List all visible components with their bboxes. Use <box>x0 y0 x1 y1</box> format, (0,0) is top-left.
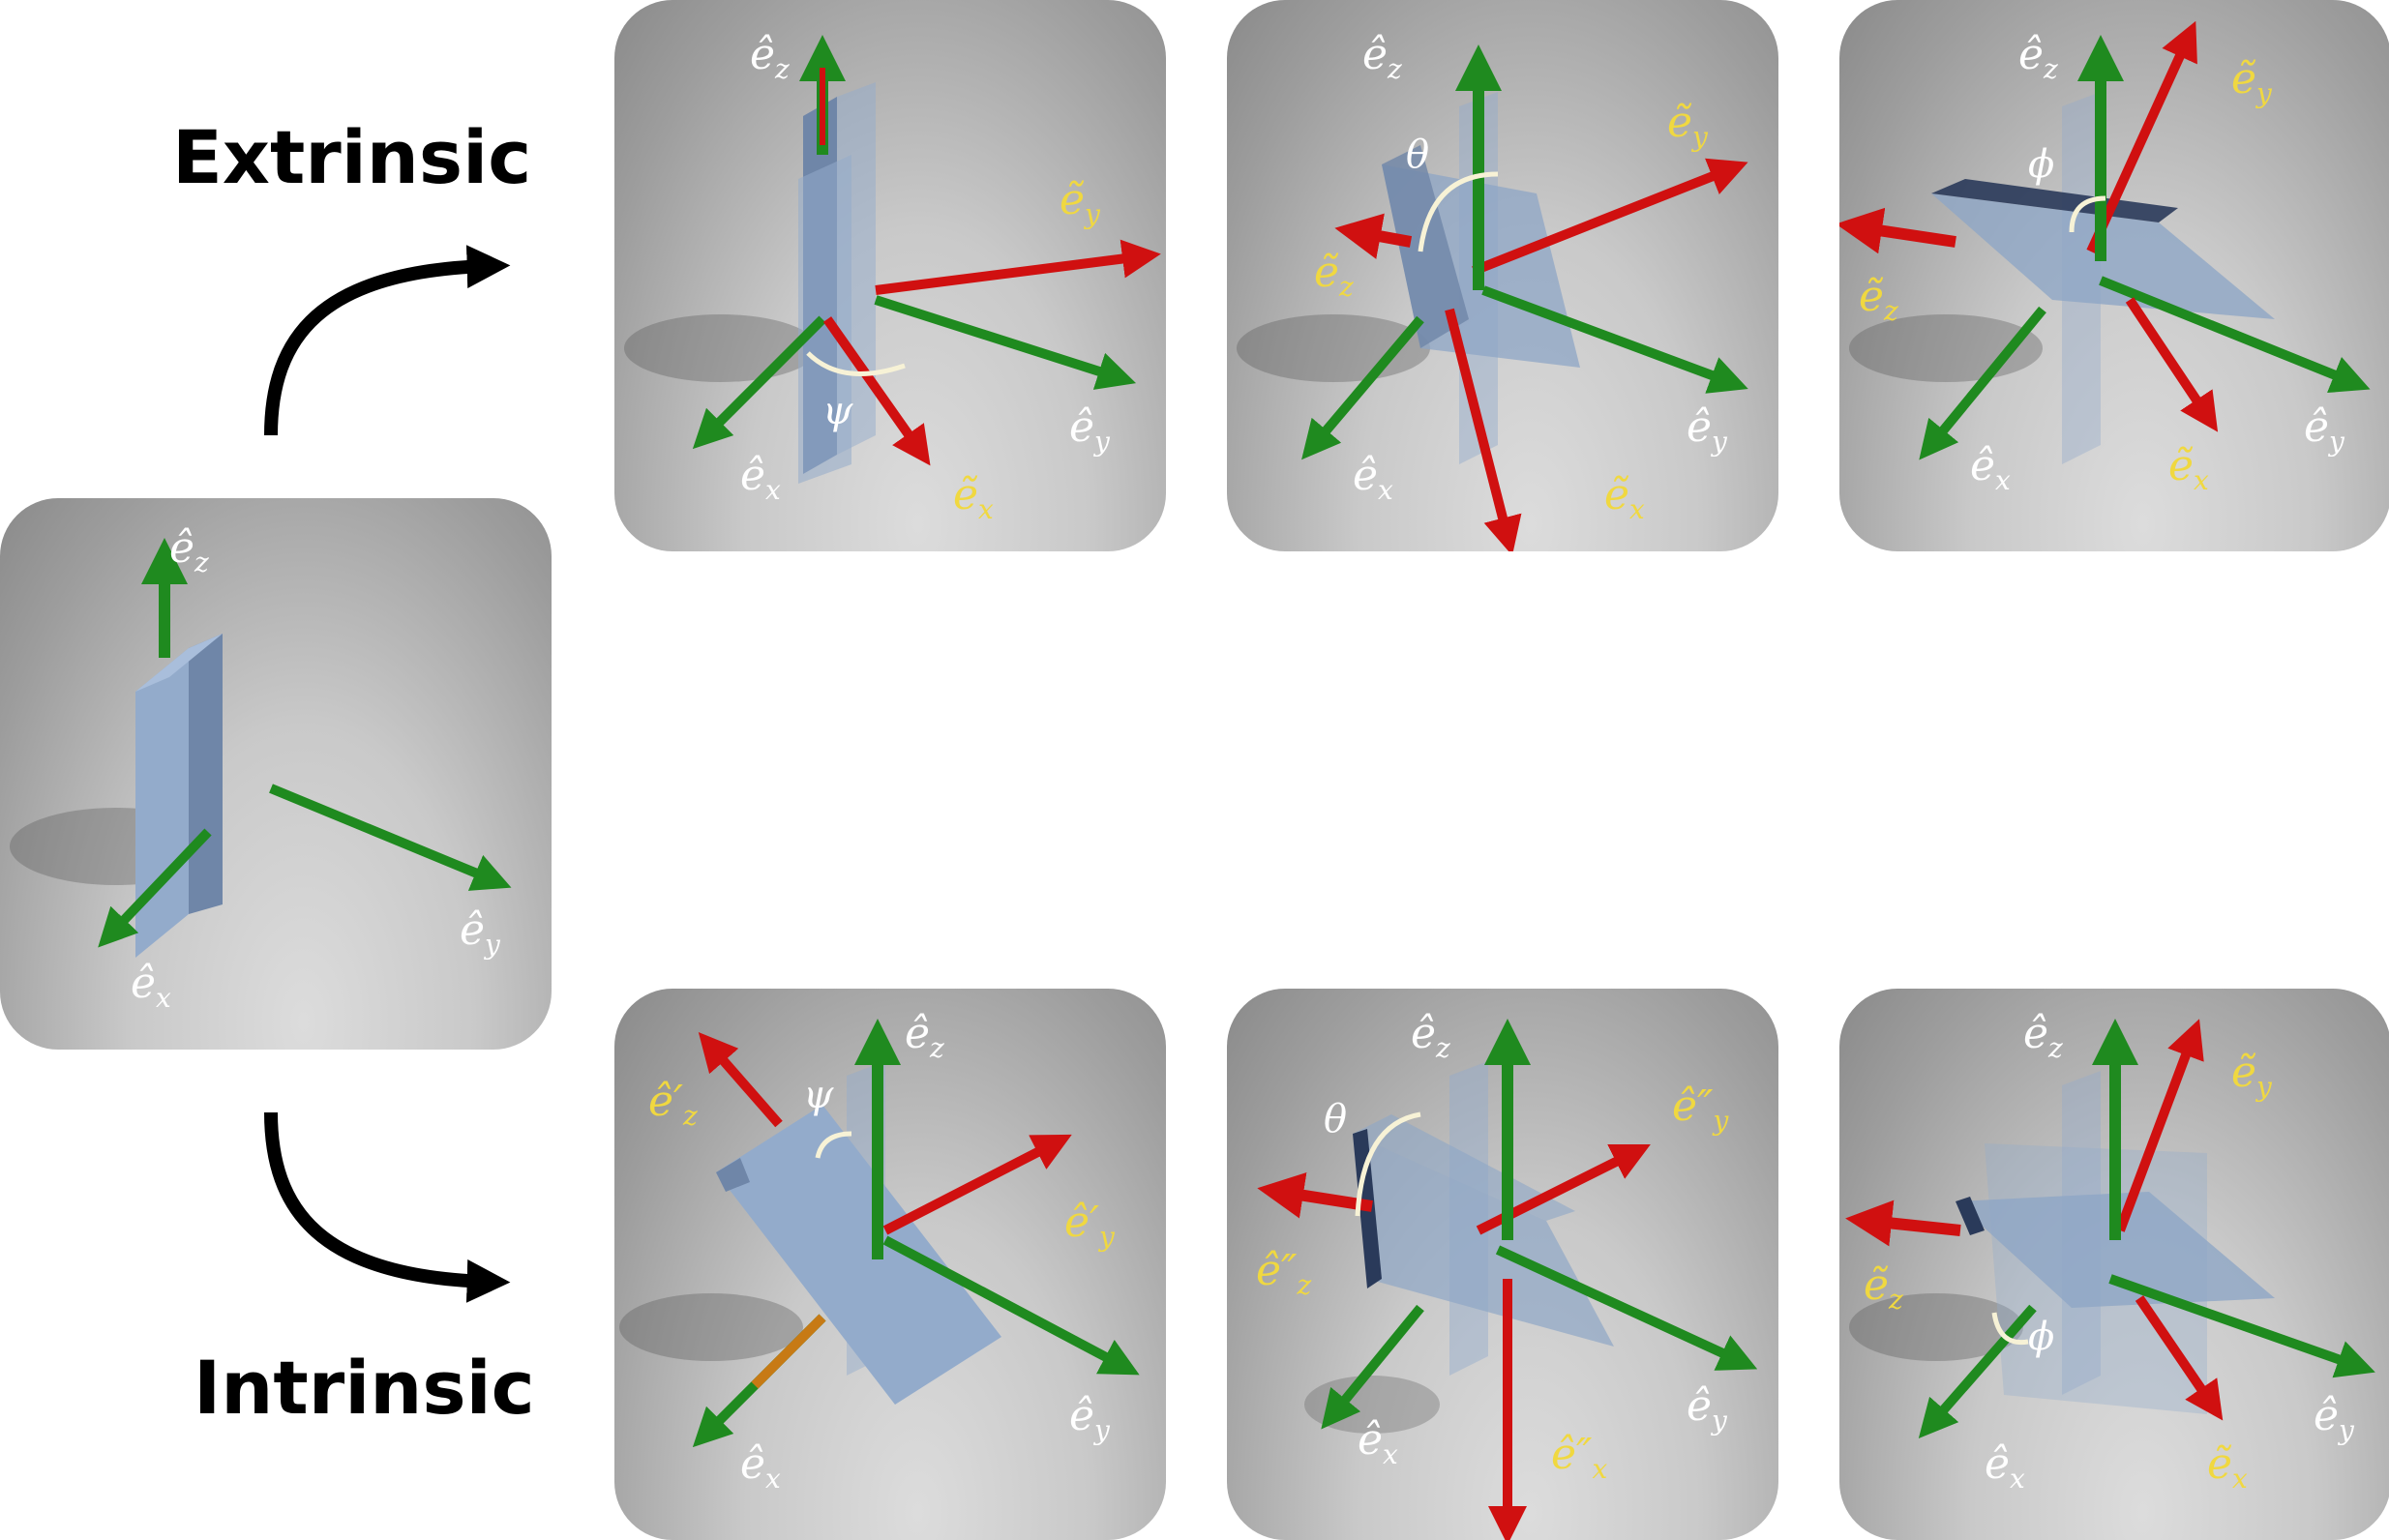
label-ex-double-prime: ê″x <box>1551 1430 1608 1485</box>
label-ez: êz <box>1411 1009 1450 1064</box>
label-ez: êz <box>905 1009 944 1064</box>
label-ez-prime: ê′z <box>648 1077 698 1132</box>
start-scene <box>10 538 512 958</box>
extrinsic-1-scene <box>624 34 1161 484</box>
plate-face <box>135 648 189 958</box>
label-ey: êy <box>1069 1391 1110 1446</box>
label-ey: êy <box>2314 1391 2354 1446</box>
label-ez: êz <box>750 30 790 85</box>
label-ex: êx <box>1353 451 1393 506</box>
label-ex-tilde: ẽx <box>1604 470 1645 525</box>
label-ey-tilde: ẽy <box>2231 1048 2272 1103</box>
label-ex: êx <box>1358 1415 1398 1470</box>
label-ex: êx <box>740 1439 781 1495</box>
label-ey: êy <box>1687 402 1727 458</box>
extrinsic-2-scene <box>1237 44 1748 551</box>
label-ex: êx <box>1970 441 2011 496</box>
extrinsic-curve-arrow <box>264 245 511 436</box>
panel-extrinsic-2: êz ẽy ẽz êy êx ẽx θ <box>1227 0 1778 551</box>
panel-intrinsic-2: êz ê″y ê″z êy êx ê″x θ <box>1227 989 1778 1540</box>
label-ez-double-prime: ê″z <box>1256 1246 1312 1301</box>
label-ey-tilde: ẽy <box>2231 54 2272 109</box>
panel-extrinsic-3: êz ẽy ẽz êy êx ẽx ϕ <box>1839 0 2389 551</box>
label-ex-tilde: ẽx <box>2168 441 2209 496</box>
plate <box>189 634 223 914</box>
label-ey: êy <box>1687 1381 1727 1436</box>
angle-psi: ψ <box>822 389 853 433</box>
angle-phi: ϕ <box>2028 142 2055 187</box>
intrinsic-2-scene <box>1257 1019 1758 1540</box>
label-ey-double-prime: ê″y <box>1672 1081 1729 1137</box>
angle-psi: ψ <box>803 1073 834 1117</box>
angle-phi: ϕ <box>2028 1315 2055 1359</box>
label-ey-prime: ê′y <box>1064 1198 1115 1253</box>
label-ez-tilde: ẽz <box>1864 1260 1903 1316</box>
label-ez: êz <box>1362 30 1402 85</box>
panel-extrinsic-1: êz ẽy êy êx ẽx ψ <box>614 0 1166 551</box>
angle-theta: θ <box>1324 1097 1348 1141</box>
label-ex: êx <box>131 959 171 1014</box>
panel-intrinsic-3: êz ẽy ẽz êy êx ẽx ϕ <box>1839 989 2389 1540</box>
intrinsic-heading: Intrinsic <box>194 1345 535 1431</box>
label-ex-tilde: ẽx <box>953 470 994 525</box>
intrinsic-1-scene <box>619 1019 1140 1448</box>
label-ex-tilde: ẽx <box>2207 1439 2248 1495</box>
label-ez-tilde: ẽz <box>1314 248 1354 303</box>
panel-intrinsic-1: êz ê′z ê′y êy êx ψ <box>614 989 1166 1540</box>
label-ez-tilde: ẽz <box>1859 272 1898 327</box>
label-ex: êx <box>1985 1439 2025 1495</box>
label-ey: êy <box>2304 402 2344 458</box>
label-ey-tilde: ẽy <box>1667 98 1708 153</box>
extrinsic-3-scene <box>1839 20 2371 464</box>
label-ey-tilde: ẽy <box>1060 175 1100 230</box>
label-ez: êz <box>169 523 209 578</box>
label-ez: êz <box>2018 30 2058 85</box>
label-ez: êz <box>2023 1009 2063 1064</box>
label-ex: êx <box>740 451 781 506</box>
angle-theta: θ <box>1406 133 1430 177</box>
intrinsic-3-scene <box>1845 1019 2375 1439</box>
intrinsic-curve-arrow <box>264 1111 511 1303</box>
label-ey: êy <box>1069 402 1110 458</box>
label-ey: êy <box>460 905 500 961</box>
extrinsic-heading: Extrinsic <box>172 114 532 200</box>
panel-start: êz êx êy <box>0 498 552 1050</box>
